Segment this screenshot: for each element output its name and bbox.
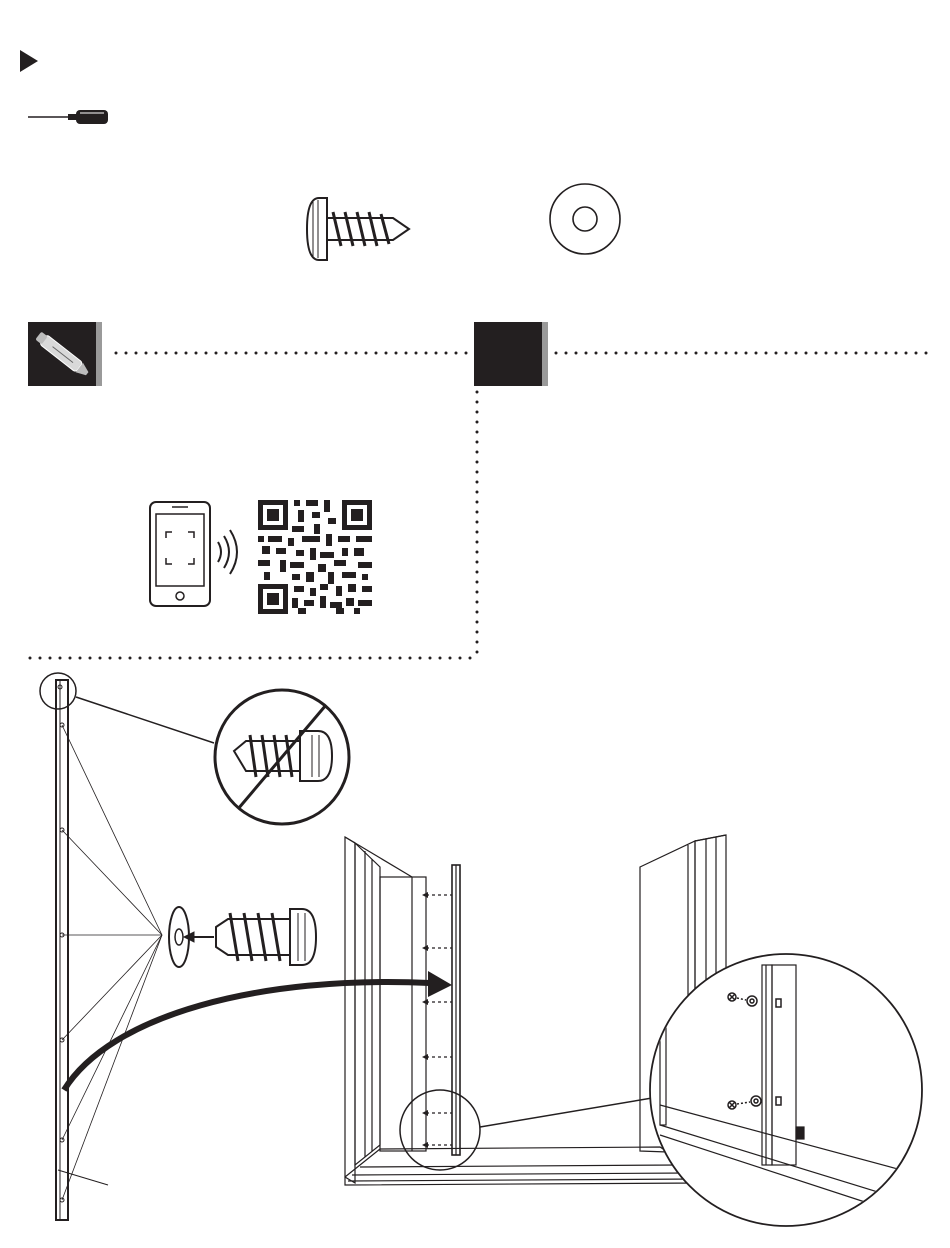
assembly-diagram bbox=[0, 665, 950, 1248]
no-screw-without-washer bbox=[215, 690, 349, 824]
base-corner-detail bbox=[650, 954, 922, 1248]
dotted-separators bbox=[0, 0, 950, 680]
washer-and-screw bbox=[169, 907, 316, 967]
qr-code bbox=[258, 500, 372, 614]
placement-arrow bbox=[64, 982, 430, 1090]
screw-guide-lines bbox=[62, 725, 162, 1200]
smartphone-scan-icon bbox=[148, 500, 244, 608]
upright-post bbox=[56, 680, 108, 1220]
upright-top-detail bbox=[40, 673, 76, 709]
